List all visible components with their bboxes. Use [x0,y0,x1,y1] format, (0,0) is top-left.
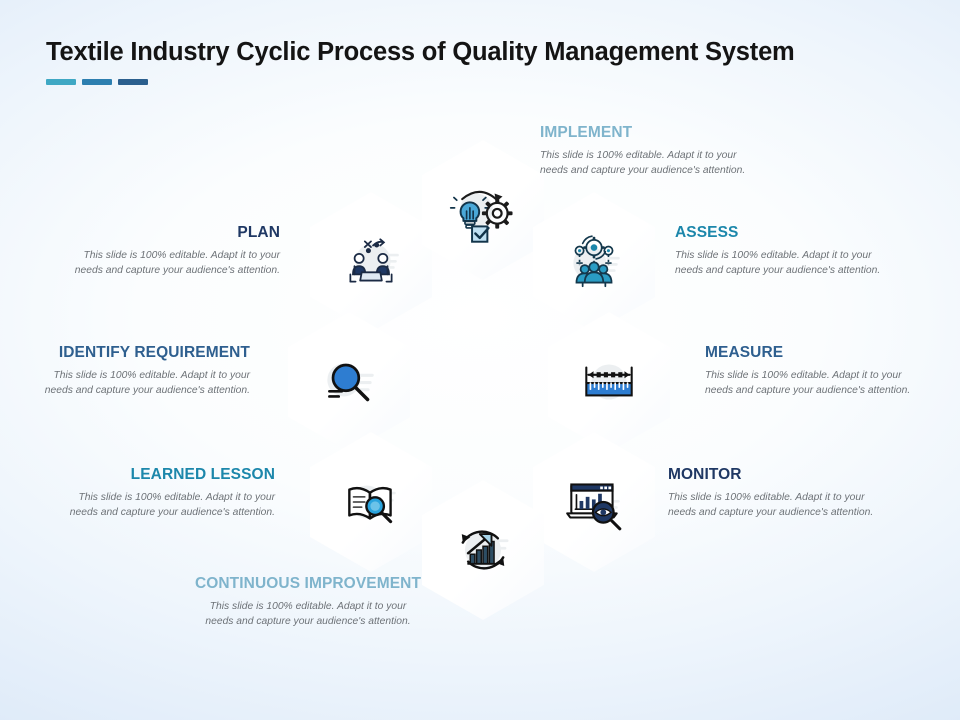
text-block-plan: PLAN This slide is 100% editable. Adapt … [30,224,280,279]
text-block-identify-requirement: IDENTIFY REQUIREMENT This slide is 100% … [0,344,250,399]
title-area: Textile Industry Cyclic Process of Quali… [46,38,795,85]
label-identify-requirement: IDENTIFY REQUIREMENT [58,344,250,361]
label-continuous-improvement: CONTINUOUS IMPROVEMENT [194,575,422,592]
page-title: Textile Industry Cyclic Process of Quali… [46,38,795,66]
label-measure: MEASURE [705,344,784,361]
accent-bar-1 [46,79,76,85]
hex-assess[interactable] [533,192,655,332]
label-monitor: MONITOR [668,466,742,483]
open-book-magnifier-icon [310,432,432,572]
accent-bar-3 [118,79,148,85]
label-plan: PLAN [237,224,280,241]
hex-continuous-improvement[interactable] [422,480,544,620]
body-monitor: This slide is 100% editable. Adapt it to… [668,491,874,518]
magnifier-document-icon [288,312,410,452]
ruler-measure-icon [548,312,670,452]
text-block-continuous-improvement: CONTINUOUS IMPROVEMENT This slide is 100… [173,575,443,630]
hex-learned-lesson[interactable] [310,432,432,572]
text-block-monitor: MONITOR This slide is 100% editable. Ada… [668,466,918,521]
growth-chart-cycle-icon [422,480,544,620]
text-block-measure: MEASURE This slide is 100% editable. Ada… [705,344,955,399]
body-assess: This slide is 100% editable. Adapt it to… [675,249,881,276]
team-network-gear-icon [533,192,655,332]
hex-monitor[interactable] [533,432,655,572]
team-strategy-table-icon [310,192,432,332]
body-continuous-improvement: This slide is 100% editable. Adapt it to… [205,600,411,627]
text-block-learned-lesson: LEARNED LESSON This slide is 100% editab… [25,466,275,521]
hex-measure[interactable] [548,312,670,452]
hex-implement[interactable] [422,140,544,280]
label-learned-lesson: LEARNED LESSON [130,466,275,483]
hex-identify-requirement[interactable] [288,312,410,452]
body-measure: This slide is 100% editable. Adapt it to… [705,369,911,396]
body-implement: This slide is 100% editable. Adapt it to… [540,149,746,176]
label-implement: IMPLEMENT [540,124,633,141]
body-learned-lesson: This slide is 100% editable. Adapt it to… [69,491,275,518]
accent-bar-group [46,79,795,85]
body-identify-requirement: This slide is 100% editable. Adapt it to… [44,369,250,396]
text-block-assess: ASSESS This slide is 100% editable. Adap… [675,224,925,279]
label-assess: ASSESS [675,224,739,241]
accent-bar-2 [82,79,112,85]
dashboard-chart-magnifier-icon [533,432,655,572]
body-plan: This slide is 100% editable. Adapt it to… [74,249,280,276]
hex-plan[interactable] [310,192,432,332]
lightbulb-gear-checkbox-icon [422,140,544,280]
text-block-implement: IMPLEMENT This slide is 100% editable. A… [540,124,790,179]
